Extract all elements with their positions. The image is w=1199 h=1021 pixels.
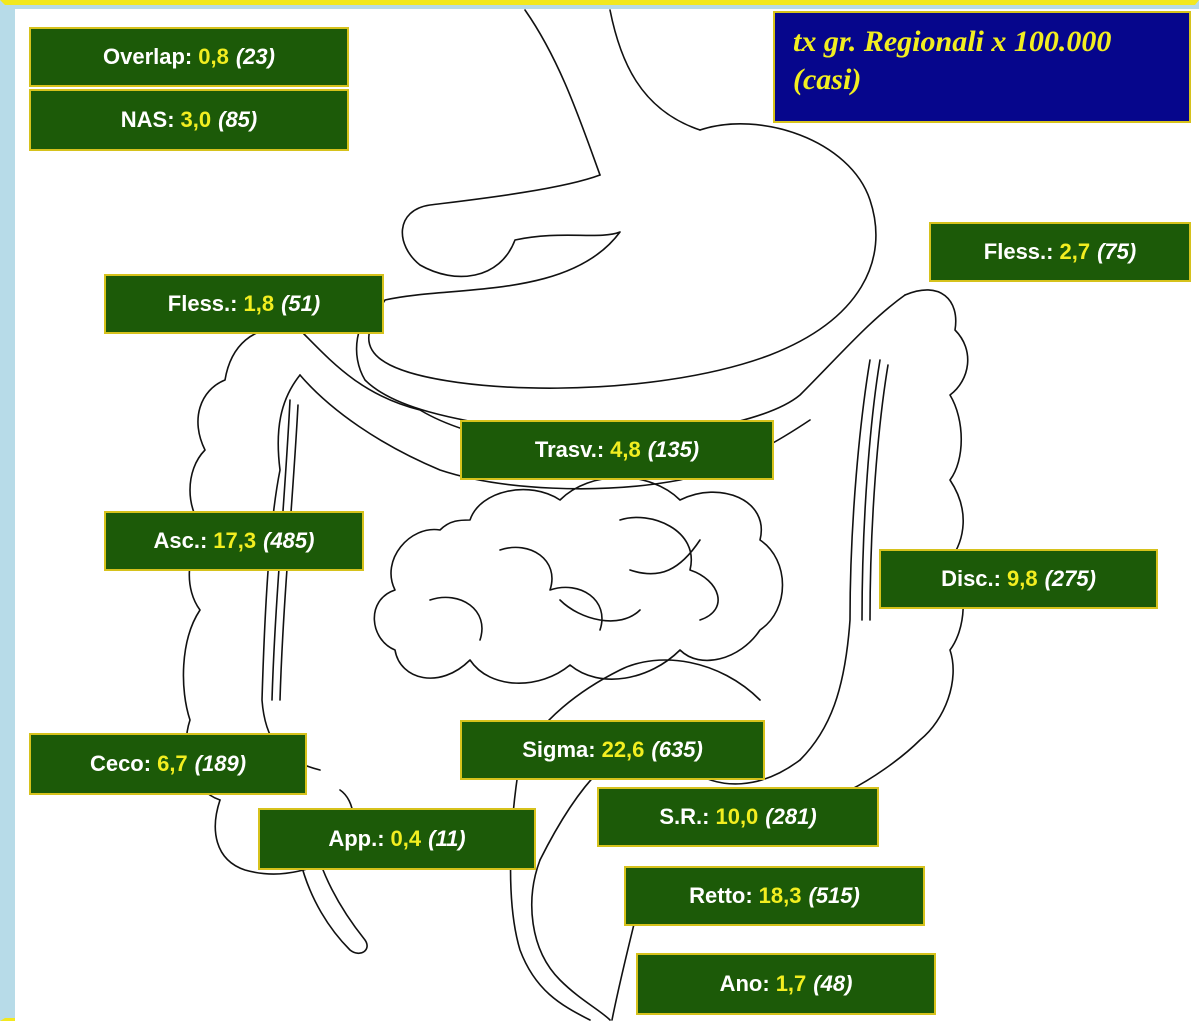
label-asc-rate: 17,3 bbox=[213, 528, 256, 554]
label-app-rate: 0,4 bbox=[391, 826, 422, 852]
label-asc-name: Asc.: bbox=[154, 528, 208, 554]
label-sigma: Sigma: 22,6(635) bbox=[460, 720, 765, 780]
label-ceco-cases: (189) bbox=[195, 751, 246, 777]
label-ascendente: Asc.:17,3 (485) bbox=[104, 511, 364, 571]
label-retto-name: Retto: bbox=[689, 883, 753, 909]
label-sr-rate: 10,0 bbox=[715, 804, 758, 830]
label-trasv-name: Trasv.: bbox=[535, 437, 604, 463]
label-asc-cases: (485) bbox=[263, 528, 314, 554]
legend-title: tx gr. Regionali x 100.000 (casi) bbox=[773, 11, 1191, 123]
legend-title-line2: (casi) bbox=[793, 61, 1183, 99]
label-discendente: Disc.:9,8 (275) bbox=[879, 549, 1158, 609]
label-trasverso: Trasv.:4,8 (135) bbox=[460, 420, 774, 480]
esophagus-outline bbox=[525, 10, 700, 175]
label-nas-name: NAS: bbox=[121, 107, 175, 133]
label-appendice: App.: 0,4(11) bbox=[258, 808, 536, 870]
label-trasv-rate: 4,8 bbox=[610, 437, 641, 463]
descending-colon-outline bbox=[800, 290, 968, 790]
appendix-outline bbox=[300, 860, 367, 953]
label-overlap: Overlap:0,8 (23) bbox=[29, 27, 349, 87]
label-ano-name: Ano: bbox=[720, 971, 770, 997]
label-app-name: App.: bbox=[328, 826, 384, 852]
label-ano: Ano:1,7(48) bbox=[636, 953, 936, 1015]
label-nas: NAS:3,0(85) bbox=[29, 89, 349, 151]
label-retto-cases: (515) bbox=[809, 883, 860, 909]
label-retto: Retto:18,3 (515) bbox=[624, 866, 925, 926]
stomach-outline bbox=[369, 124, 876, 388]
label-disc-name: Disc.: bbox=[941, 566, 1001, 592]
label-ceco-rate: 6,7 bbox=[157, 751, 188, 777]
label-nas-cases: (85) bbox=[218, 107, 257, 133]
label-sigma-cases: (635) bbox=[651, 737, 702, 763]
label-ano-rate: 1,7 bbox=[776, 971, 807, 997]
label-flessura-epatica: Fless.:1,8 (51) bbox=[104, 274, 384, 334]
label-fless-l-name: Fless.: bbox=[984, 239, 1054, 265]
label-overlap-rate: 0,8 bbox=[198, 44, 229, 70]
label-app-cases: (11) bbox=[428, 826, 466, 852]
label-sigma-name: Sigma: bbox=[522, 737, 595, 763]
label-ano-cases: (48) bbox=[813, 971, 852, 997]
label-overlap-name: Overlap: bbox=[103, 44, 192, 70]
label-ceco: Ceco:6,7 (189) bbox=[29, 733, 307, 795]
label-sr-name: S.R.: bbox=[659, 804, 709, 830]
label-fless-l-rate: 2,7 bbox=[1059, 239, 1090, 265]
label-sigma-rate: 22,6 bbox=[602, 737, 645, 763]
label-fless-r-rate: 1,8 bbox=[243, 291, 274, 317]
small-intestine-outline bbox=[374, 478, 782, 684]
label-overlap-cases: (23) bbox=[236, 44, 275, 70]
legend-title-line1: tx gr. Regionali x 100.000 bbox=[793, 23, 1183, 61]
label-ceco-name: Ceco: bbox=[90, 751, 151, 777]
label-fless-r-name: Fless.: bbox=[168, 291, 238, 317]
label-flessura-splenica: Fless.:2,7 (75) bbox=[929, 222, 1191, 282]
label-retto-rate: 18,3 bbox=[759, 883, 802, 909]
label-trasv-cases: (135) bbox=[648, 437, 699, 463]
label-disc-rate: 9,8 bbox=[1007, 566, 1038, 592]
label-nas-rate: 3,0 bbox=[181, 107, 212, 133]
label-fless-r-cases: (51) bbox=[281, 291, 320, 317]
label-fless-l-cases: (75) bbox=[1097, 239, 1136, 265]
label-disc-cases: (275) bbox=[1045, 566, 1096, 592]
label-sr-cases: (281) bbox=[765, 804, 816, 830]
label-sigma-retto: S.R.:10,0 (281) bbox=[597, 787, 879, 847]
